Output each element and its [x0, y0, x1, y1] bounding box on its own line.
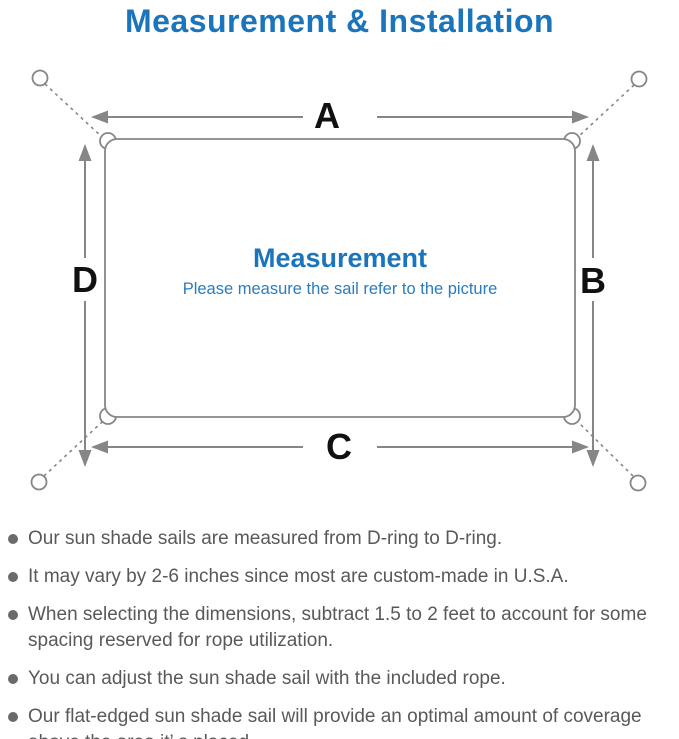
dimension-label-c: C: [326, 426, 352, 467]
diagram-center-title: Measurement: [252, 243, 428, 273]
sail-body: [104, 138, 576, 418]
rope-line-top-right: [577, 84, 635, 138]
dimension-label-b: B: [580, 260, 606, 301]
dimension-label-a: A: [314, 95, 340, 136]
bullet-icon: [8, 712, 18, 722]
notes-list: Our sun shade sails are measured from D-…: [8, 526, 668, 739]
list-item: Our sun shade sails are measured from D-…: [8, 526, 668, 552]
bullet-icon: [8, 572, 18, 582]
list-item: It may vary by 2-6 inches since most are…: [8, 564, 668, 590]
note-text: Our sun shade sails are measured from D-…: [28, 528, 503, 549]
rope-line-bottom-left: [43, 421, 103, 477]
list-item: Our flat-edged sun shade sail will provi…: [8, 704, 668, 739]
dimension-label-d: D: [72, 259, 98, 300]
bullet-icon: [8, 610, 18, 620]
anchor-ring-top-left: [31, 69, 49, 87]
diagram-center-text: Measurement Please measure the sail refe…: [105, 243, 575, 299]
note-text: When selecting the dimensions, subtract …: [28, 604, 647, 651]
rope-line-top-left: [44, 83, 103, 138]
note-text: It may vary by 2-6 inches since most are…: [28, 566, 569, 587]
note-text: Our flat-edged sun shade sail will provi…: [28, 706, 642, 739]
sail-diagram-canvas: [30, 69, 648, 492]
rope-line-bottom-right: [577, 421, 634, 477]
bullet-icon: [8, 534, 18, 544]
page-title: Measurement & Installation: [124, 3, 555, 39]
bullet-icon: [8, 674, 18, 684]
list-item: You can adjust the sun shade sail with t…: [8, 666, 668, 692]
sail-measurement-diagram: A B C D Measurement Please measure the s…: [0, 55, 679, 515]
anchor-ring-bottom-right: [629, 474, 647, 492]
diagram-center-subtitle: Please measure the sail refer to the pic…: [182, 280, 498, 298]
anchor-ring-top-right: [630, 70, 648, 88]
anchor-ring-bottom-left: [30, 473, 48, 491]
list-item: When selecting the dimensions, subtract …: [8, 602, 668, 654]
note-text: You can adjust the sun shade sail with t…: [28, 668, 506, 689]
